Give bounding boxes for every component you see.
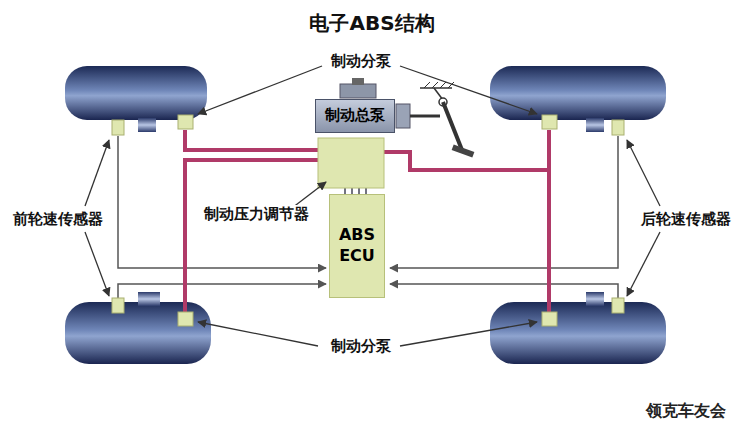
wheel	[65, 302, 211, 364]
callout-label: 后轮速传感器	[639, 210, 733, 228]
pressure-modulator	[318, 138, 384, 188]
hub	[138, 118, 156, 132]
wheel	[490, 302, 666, 364]
callout-label: 前轮速传感器	[11, 210, 105, 228]
node-text: ABS ECU	[336, 225, 378, 267]
reservoir	[340, 84, 376, 98]
reservoir-cap	[352, 78, 364, 85]
callout-label: 制动分泵	[329, 52, 393, 70]
hub	[586, 118, 604, 132]
abs-ecu: ABS ECU	[329, 194, 385, 298]
wheel	[65, 66, 207, 120]
hub	[586, 292, 604, 306]
title: 电子ABS结构	[0, 10, 744, 37]
callout-label: 制动分泵	[329, 337, 393, 355]
hub	[138, 292, 160, 306]
callout-label: 制动压力调节器	[202, 205, 311, 223]
watermark: 领克车友会	[644, 401, 728, 420]
wheel	[490, 66, 666, 120]
node-text: 制动总泵	[325, 106, 385, 126]
master-cylinder: 制动总泵	[315, 99, 395, 133]
